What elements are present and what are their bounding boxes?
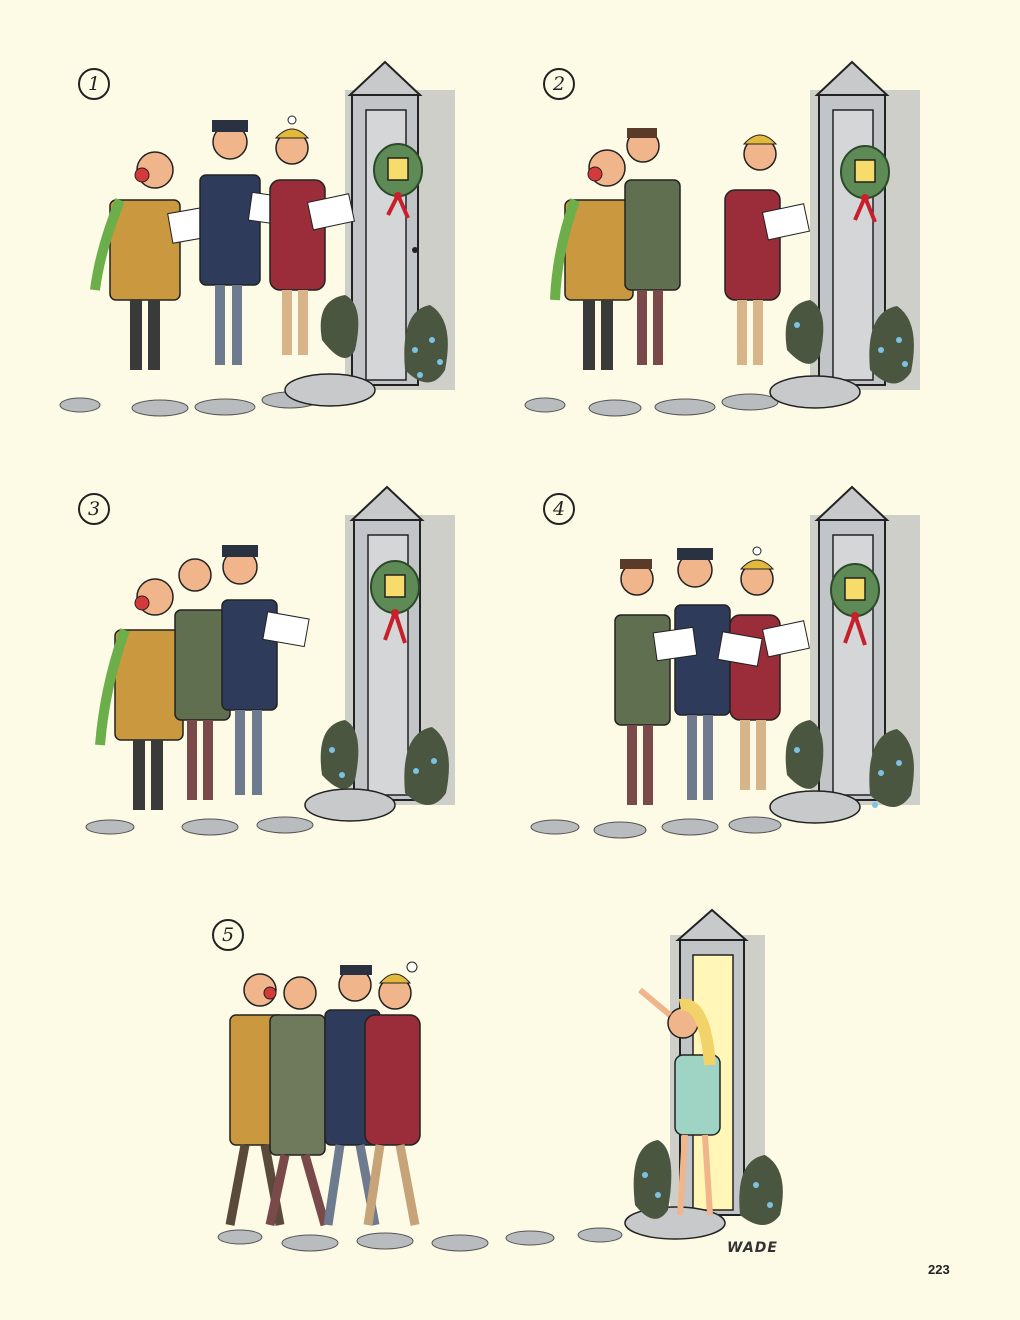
panel-3: 3 — [60, 475, 480, 855]
wreath-icon — [830, 563, 880, 646]
page-number: 223 — [928, 1262, 950, 1277]
stepping-stone-icon — [85, 816, 314, 836]
stepping-stone-icon — [217, 1227, 623, 1252]
panel-4: 4 — [525, 475, 945, 855]
panel-number: 4 — [543, 493, 575, 525]
bush-icon — [633, 1140, 783, 1225]
panel-4-scene — [530, 485, 920, 839]
panel-number: 5 — [212, 919, 244, 951]
carolers-icon — [550, 128, 811, 370]
stepping-stone-icon — [530, 816, 782, 839]
bush-icon — [785, 300, 914, 384]
panel-2-scene — [524, 60, 920, 417]
panel-number: 3 — [78, 493, 110, 525]
woman-at-door — [638, 987, 721, 1216]
panel-3-scene — [85, 485, 455, 836]
carolers-icon — [95, 545, 310, 810]
bush-icon — [320, 295, 448, 383]
panel-1-scene — [59, 60, 455, 417]
panel-5: 5 — [200, 905, 820, 1270]
carolers-icon — [90, 115, 356, 370]
wreath-icon — [840, 145, 890, 223]
wreath-icon — [373, 143, 423, 219]
carolers-icon — [225, 961, 421, 1227]
wreath-icon — [370, 560, 420, 644]
artist-signature: WADE — [727, 1240, 778, 1256]
bush-icon — [320, 720, 449, 805]
carolers-icon — [614, 546, 811, 805]
panel-number: 2 — [543, 68, 575, 100]
panel-number: 1 — [78, 68, 110, 100]
stepping-stone-icon — [59, 391, 319, 417]
stepping-stone-icon — [524, 393, 779, 417]
panel-5-scene — [217, 908, 783, 1252]
bush-icon — [785, 720, 914, 808]
panel-2: 2 — [524, 50, 945, 430]
panel-1: 1 — [59, 50, 480, 430]
